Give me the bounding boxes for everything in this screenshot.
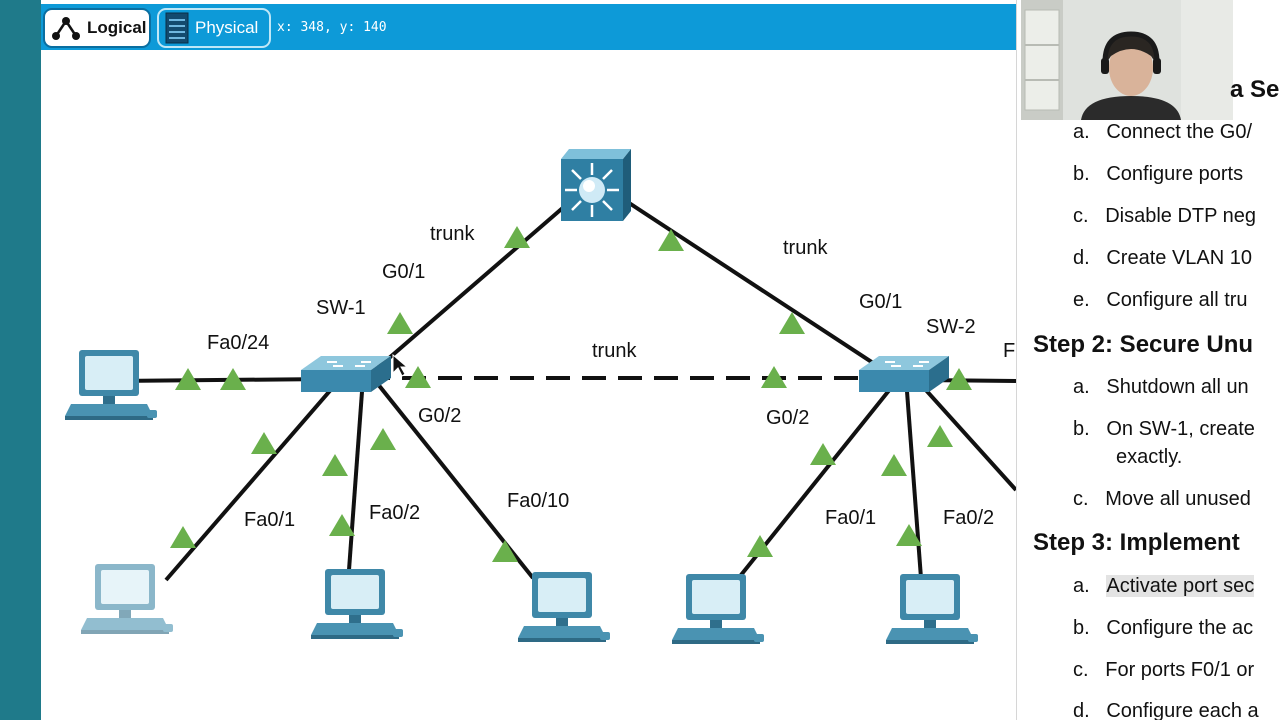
link-label-trunk: trunk bbox=[592, 340, 637, 362]
cursor-coordinates: x: 348, y: 140 bbox=[277, 20, 387, 35]
step2-item-b: b. On SW-1, create bbox=[1073, 418, 1255, 440]
lab-instructions-panel[interactable]: a Se a. Connect the G0/ b. Configure por… bbox=[1016, 0, 1280, 720]
port-label-sw2-fa02: Fa0/2 bbox=[943, 507, 994, 529]
logical-view-button[interactable]: Logical bbox=[43, 8, 151, 48]
step2-title: Step 2: Secure Unu bbox=[1033, 331, 1254, 358]
step3-title: Step 3: Implement bbox=[1033, 529, 1240, 556]
port-label-sw1-fa02: Fa0/2 bbox=[369, 502, 420, 524]
pc-icon[interactable] bbox=[65, 350, 157, 420]
left-edge-strip bbox=[0, 0, 41, 720]
pc-icon[interactable] bbox=[311, 569, 403, 639]
step1-item-b: b. Configure ports bbox=[1073, 163, 1244, 185]
webcam-overlay bbox=[1021, 0, 1233, 120]
step2-item-b-continued: exactly. bbox=[1116, 446, 1183, 468]
port-label-sw2-fa01: Fa0/1 bbox=[825, 507, 876, 529]
physical-view-label: Physical bbox=[195, 18, 259, 37]
switch-sw2-icon[interactable] bbox=[858, 355, 950, 393]
step3-item-c: c. For ports F0/1 or bbox=[1073, 659, 1255, 681]
port-label-sw1-fa01: Fa0/1 bbox=[244, 509, 295, 531]
network-topology: trunk G0/1 SW-1 Fa0/24 trunk G0/2 trunk … bbox=[65, 149, 1016, 644]
port-label-sw1-fa010: Fa0/10 bbox=[507, 490, 569, 512]
multilayer-switch-icon[interactable] bbox=[561, 149, 631, 221]
physical-rack-icon bbox=[165, 12, 189, 44]
link-label-trunk: trunk bbox=[783, 237, 828, 259]
physical-view-button[interactable]: Physical bbox=[157, 8, 271, 48]
device-label-sw2: SW-2 bbox=[926, 316, 976, 338]
step1-item-d: d. Create VLAN 10 bbox=[1073, 247, 1252, 269]
port-label-sw1-g02: G0/2 bbox=[418, 405, 461, 427]
pc-icon[interactable] bbox=[518, 572, 610, 642]
step1-item-e: e. Configure all tru bbox=[1073, 289, 1248, 311]
link-status-indicators bbox=[170, 226, 972, 562]
switch-sw1-icon[interactable] bbox=[300, 355, 392, 393]
step3-item-a: a. Activate port sec bbox=[1073, 575, 1255, 597]
instructions-heading-partial: a Se bbox=[1230, 76, 1280, 103]
step2-item-c: c. Move all unused bbox=[1073, 488, 1251, 510]
pc-icon[interactable] bbox=[886, 574, 978, 644]
mouse-cursor-icon bbox=[392, 353, 409, 377]
pc-icon[interactable] bbox=[672, 574, 764, 644]
network-links bbox=[108, 178, 1016, 582]
step1-item-a: a. Connect the G0/ bbox=[1073, 121, 1253, 143]
port-label-sw2-g02: G0/2 bbox=[766, 407, 809, 429]
step2-item-a: a. Shutdown all un bbox=[1073, 376, 1249, 398]
link-label-trunk: trunk bbox=[430, 223, 475, 245]
logical-view-label: Logical bbox=[87, 18, 147, 37]
pc-icon[interactable] bbox=[81, 564, 173, 634]
port-label-sw1-g01: G0/1 bbox=[382, 261, 425, 283]
device-label-sw1: SW-1 bbox=[316, 297, 366, 319]
port-label-sw2-g01: G0/1 bbox=[859, 291, 902, 313]
view-toolbar: Logical Physical x: 348, y: 140 bbox=[41, 4, 1016, 50]
step3-item-d: d. Configure each a bbox=[1073, 700, 1259, 720]
topology-workspace[interactable]: Logical Physical x: 348, y: 140 bbox=[41, 0, 1016, 720]
highlighted-text: Activate port sec bbox=[1106, 575, 1255, 597]
port-label-sw2-cut: F bbox=[1003, 340, 1015, 362]
logical-topology-icon bbox=[51, 15, 81, 41]
port-label-sw1-fa024: Fa0/24 bbox=[207, 332, 269, 354]
topology-labels: trunk G0/1 SW-1 Fa0/24 trunk G0/2 trunk … bbox=[207, 223, 1015, 531]
step1-item-c: c. Disable DTP neg bbox=[1073, 205, 1257, 227]
step3-item-b: b. Configure the ac bbox=[1073, 617, 1254, 639]
